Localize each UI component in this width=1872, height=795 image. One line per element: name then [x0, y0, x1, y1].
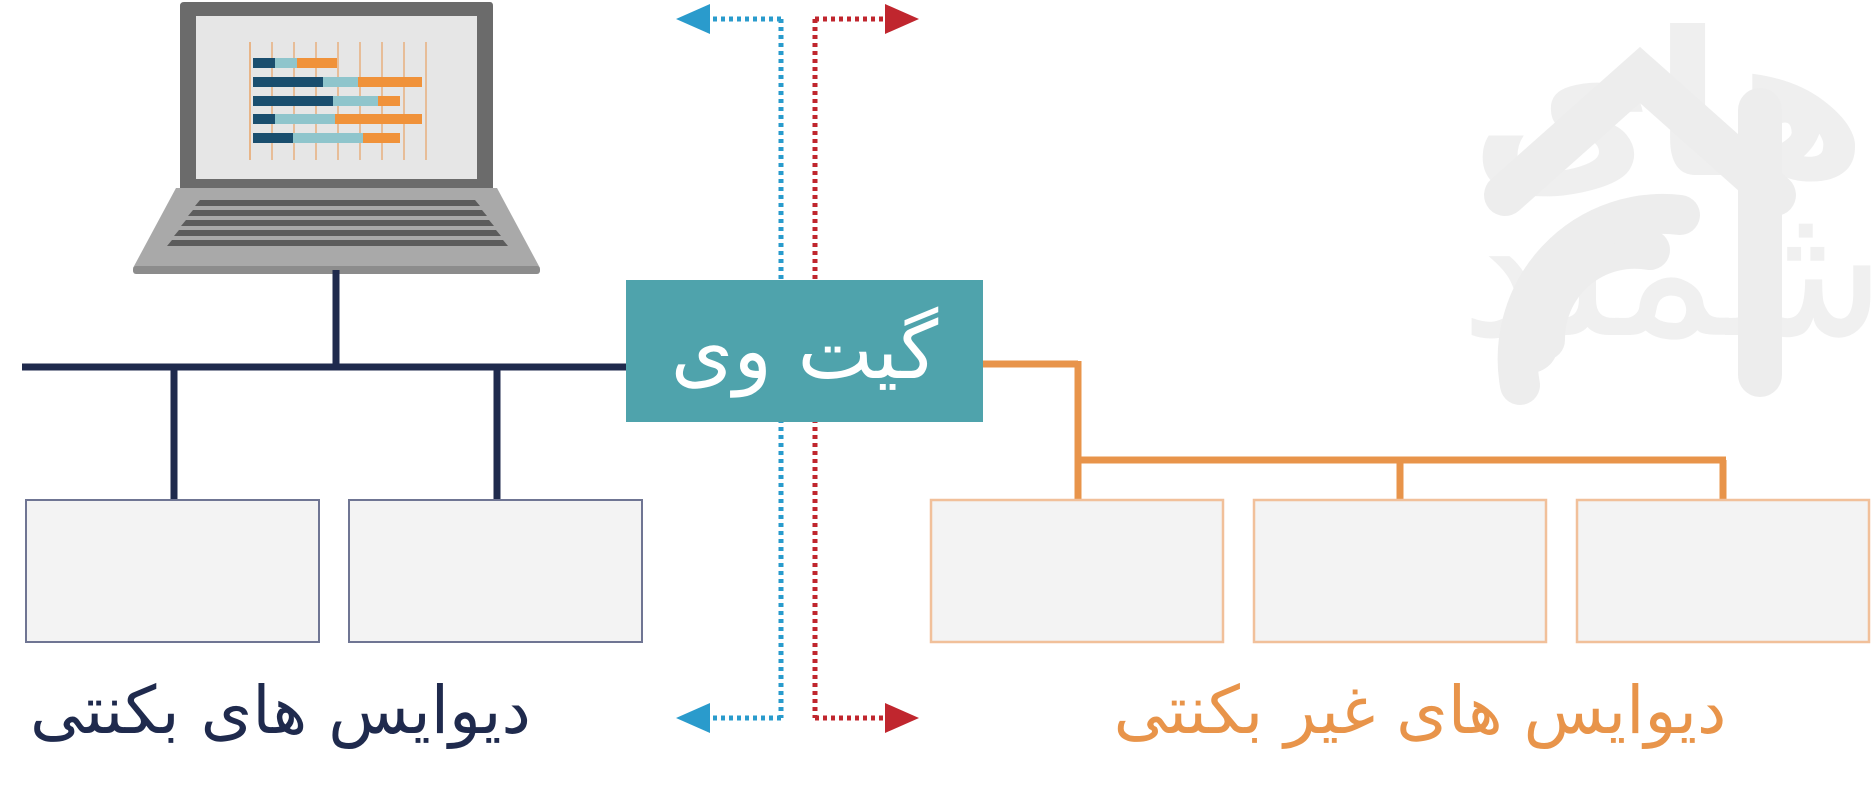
arrow-head-right-top [885, 4, 919, 34]
arrow-head-left-top [676, 4, 710, 34]
connected-device-box [348, 499, 643, 643]
non-connected-device-box [1252, 498, 1548, 644]
connected-device-box [25, 499, 320, 643]
watermark: خانه های هوشمند [1460, 0, 1872, 405]
arrow-head-left-bottom [676, 703, 710, 733]
non-connected-network-lines [980, 360, 1727, 500]
keyboard [167, 200, 508, 246]
connected-devices-label: دیوایس های بکنتی [30, 672, 531, 749]
screen-chart [249, 42, 427, 160]
gateway-label: گیت وی [670, 304, 939, 397]
non-connected-devices-label: دیوایس های غیر بکنتی [1113, 672, 1727, 749]
gateway-box: گیت وی [626, 280, 983, 422]
left-data-flow-arrow [676, 4, 784, 733]
connected-network-lines [22, 270, 640, 500]
arrow-head-right-bottom [885, 703, 919, 733]
non-connected-device-box [929, 498, 1225, 644]
right-data-flow-arrow [812, 4, 919, 733]
laptop-icon [133, 2, 540, 274]
non-connected-device-box [1575, 498, 1871, 644]
watermark-house-wifi-icon [1484, 46, 1796, 405]
